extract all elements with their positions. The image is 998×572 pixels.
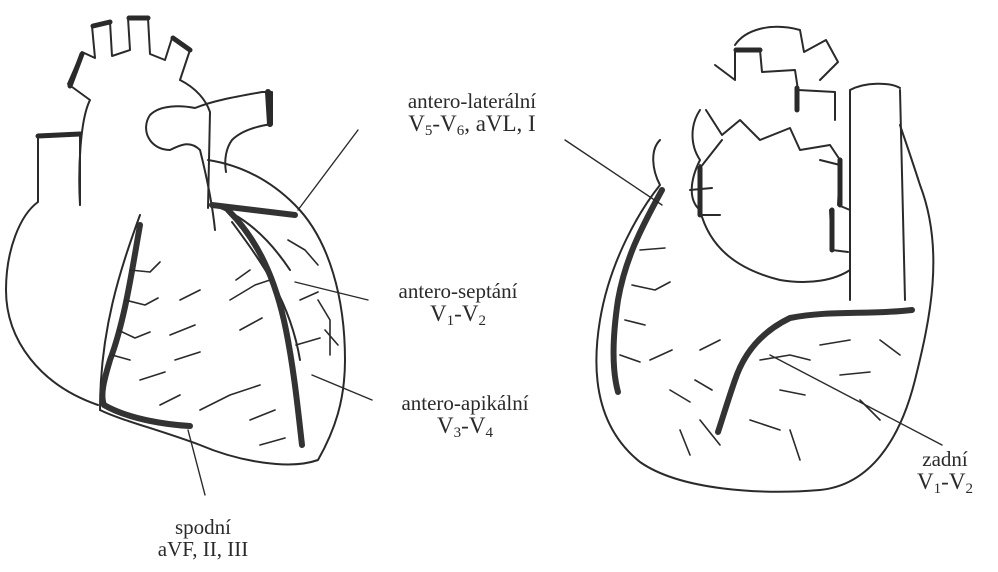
pulmonary-cap bbox=[268, 92, 270, 124]
label-inferior: spodní aVF, II, III bbox=[138, 516, 268, 560]
leader-antero-lateral-front bbox=[298, 130, 358, 210]
label-inferior-name: spodní bbox=[138, 516, 268, 538]
svc-back bbox=[850, 84, 905, 300]
lad-artery bbox=[228, 210, 302, 445]
label-antero-lateral: antero-laterální V5-V6, aVL, I bbox=[372, 90, 572, 140]
posterior-heart bbox=[565, 27, 942, 492]
label-antero-septal: antero-septání V1-V2 bbox=[378, 280, 538, 330]
leader-inferior bbox=[188, 430, 205, 495]
anterior-heart bbox=[6, 18, 372, 495]
label-posterior: zadní V1-V2 bbox=[900, 448, 990, 498]
label-antero-septal-leads: V1-V2 bbox=[378, 302, 538, 330]
small-branches-front bbox=[112, 240, 338, 445]
pulmonary-veins bbox=[690, 110, 850, 252]
label-inferior-leads: aVF, II, III bbox=[138, 538, 268, 560]
label-antero-lateral-name: antero-laterální bbox=[372, 90, 572, 112]
svc-cap bbox=[38, 134, 80, 136]
label-antero-septal-name: antero-septání bbox=[378, 280, 538, 302]
label-antero-lateral-leads: V5-V6, aVL, I bbox=[372, 112, 572, 140]
label-posterior-name: zadní bbox=[900, 448, 990, 470]
aortic-branch-caps bbox=[70, 18, 190, 86]
label-antero-apical: antero-apikální V3-V4 bbox=[375, 392, 555, 442]
label-posterior-leads: V1-V2 bbox=[900, 470, 990, 498]
aorta-back-2 bbox=[735, 27, 838, 80]
small-branches-back bbox=[620, 248, 900, 460]
leader-antero-lateral-back bbox=[565, 140, 662, 205]
label-antero-apical-name: antero-apikální bbox=[375, 392, 555, 414]
aorta-back bbox=[715, 50, 835, 120]
superior-vena-cava bbox=[6, 138, 98, 405]
leader-posterior bbox=[770, 355, 942, 445]
heart-outline-back bbox=[596, 125, 933, 492]
label-antero-apical-leads: V3-V4 bbox=[375, 414, 555, 442]
